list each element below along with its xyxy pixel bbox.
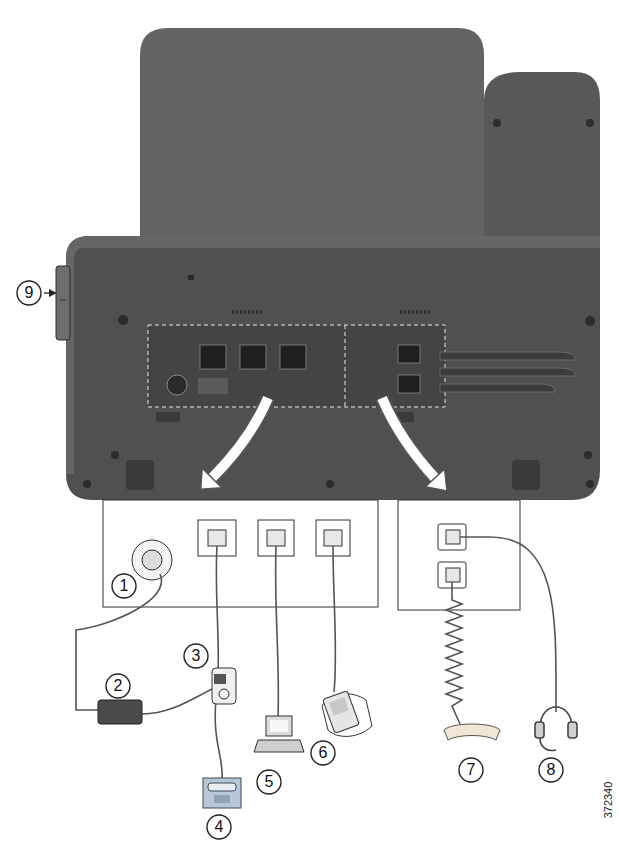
screws [83, 119, 595, 488]
figure-number: 372340 [602, 782, 614, 819]
detail-box-left [103, 500, 378, 607]
callout-number: 1 [111, 573, 137, 599]
power-adapter [98, 700, 142, 724]
headset-icon [535, 707, 577, 751]
computer-icon [254, 716, 304, 752]
wall-outlet [212, 668, 236, 704]
callout-text: 3 [192, 648, 201, 664]
callout-text: 1 [120, 578, 129, 594]
power-jack-detail [132, 540, 172, 580]
side-port-groove [60, 300, 66, 301]
callout-text: 8 [547, 762, 556, 778]
callout-number: 3 [183, 643, 209, 669]
rj9-detail [438, 524, 466, 588]
callout-text: 9 [25, 285, 34, 301]
handset-icon [444, 724, 500, 740]
callout-text: 2 [114, 678, 123, 694]
rj45-plugs [208, 530, 342, 546]
wall-plug [214, 674, 226, 684]
vent [188, 275, 194, 280]
port-panel [148, 325, 445, 407]
phone-stand [140, 28, 484, 245]
panel-divider [345, 325, 346, 407]
rj45-ports [200, 345, 306, 369]
callout-number: 6 [310, 740, 336, 766]
power-label-plate [198, 378, 228, 394]
detail-box-right [398, 500, 520, 610]
callout-text: 7 [467, 762, 476, 778]
phone-icon [203, 778, 241, 808]
outlet-socket [219, 689, 229, 699]
side-port [56, 266, 70, 340]
callout-number: 2 [105, 673, 131, 699]
leader-line [44, 292, 56, 293]
vent-slots [232, 311, 430, 314]
callout-number: 8 [538, 757, 564, 783]
callout-number: 9 [16, 280, 42, 306]
power-jack-inner [142, 550, 162, 570]
rj9-ports [398, 345, 420, 393]
cables [76, 537, 556, 778]
callout-number: 7 [458, 757, 484, 783]
feet [126, 412, 540, 490]
callout-number: 4 [206, 814, 232, 840]
phone-body [66, 236, 600, 500]
callout-text: 4 [215, 819, 224, 835]
rj9-plugs [446, 530, 460, 582]
rj45-detail [198, 520, 350, 556]
body-highlight [66, 236, 600, 474]
callout-number: 5 [256, 769, 282, 795]
callout-text: 5 [265, 774, 274, 790]
zoom-arrows [201, 398, 447, 491]
handheld-icon [322, 691, 372, 737]
cable-clips [440, 352, 575, 392]
power-jack [167, 375, 187, 395]
callout-text: 6 [319, 745, 328, 761]
